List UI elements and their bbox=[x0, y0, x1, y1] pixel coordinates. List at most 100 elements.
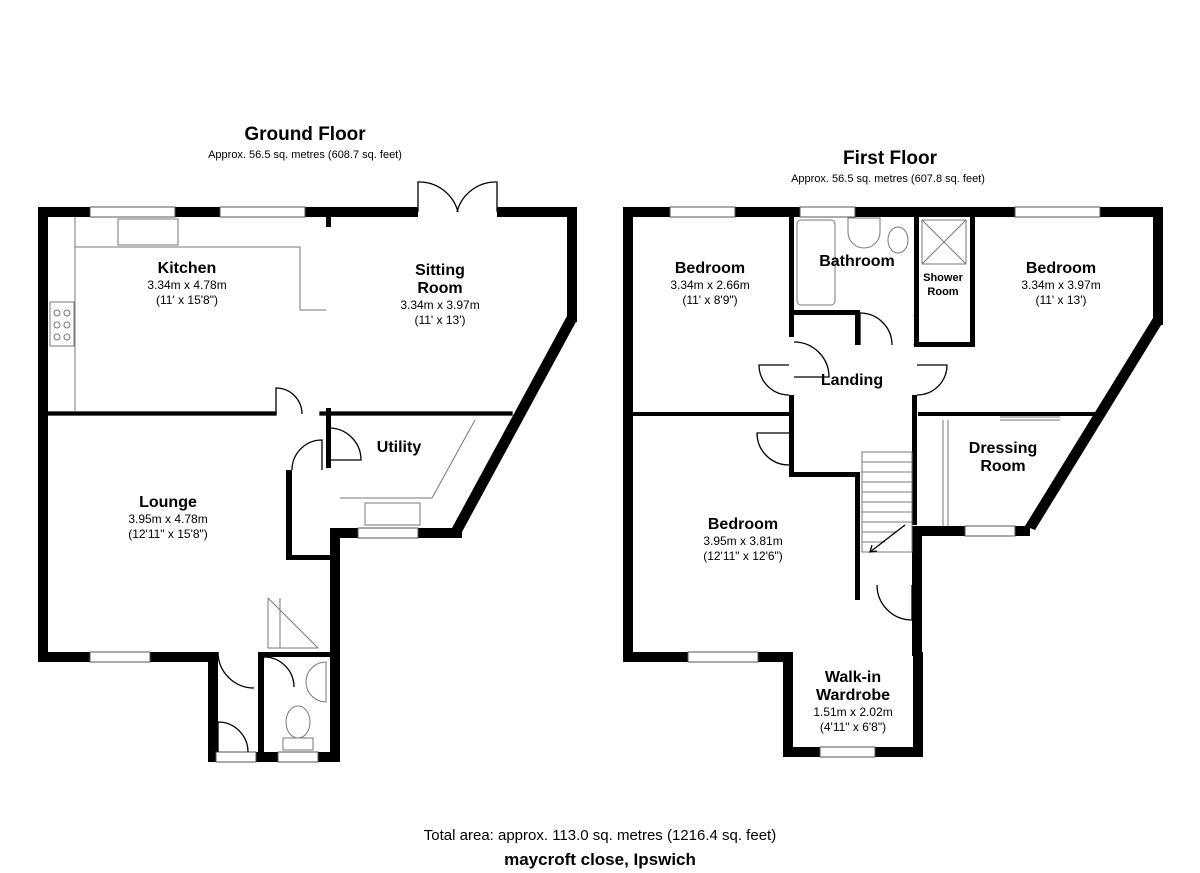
gf-wc-basin bbox=[305, 661, 327, 703]
bedroom-1-metric: 3.34m x 2.66m bbox=[670, 278, 749, 292]
ff-bed3-window bbox=[687, 651, 759, 663]
dressing-room-label-2: Room bbox=[980, 458, 1025, 475]
first-floor-title: First Floor bbox=[843, 148, 938, 169]
bedroom-2-metric: 3.34m x 3.97m bbox=[1021, 278, 1100, 292]
sitting-room-label-2: Room bbox=[417, 280, 462, 297]
ff-shower-bottom-wall bbox=[914, 342, 974, 347]
gf-cupboard-bottom bbox=[286, 555, 330, 560]
wardrobe-label-2: Wardrobe bbox=[816, 687, 890, 704]
bedroom-2-imperial: (11' x 13') bbox=[1035, 293, 1086, 307]
lounge-metric: 3.95m x 4.78m bbox=[128, 512, 207, 526]
gf-porch-door bbox=[217, 651, 255, 689]
ff-stair-right-wall bbox=[912, 526, 922, 656]
gf-toilet bbox=[285, 705, 311, 739]
ff-dressing-top-wall bbox=[918, 412, 1098, 416]
gf-cupboard-wall bbox=[286, 470, 292, 560]
ff-bed2-door bbox=[916, 364, 948, 396]
ff-left-wall bbox=[623, 207, 633, 662]
gf-front-door-gap bbox=[215, 751, 257, 763]
gf-under-stairs bbox=[267, 597, 319, 649]
ff-bath-bottom-wall bbox=[794, 310, 859, 315]
ff-wardrobe-window bbox=[819, 746, 876, 758]
ground-floor-title: Ground Floor bbox=[244, 124, 366, 145]
gf-hob bbox=[49, 301, 75, 347]
gf-wc-top-wall bbox=[258, 652, 338, 657]
wardrobe-label: Walk-in bbox=[825, 669, 881, 686]
bedroom-2-label: Bedroom bbox=[1026, 260, 1096, 277]
ff-diagonal-wall bbox=[1025, 318, 1163, 530]
kitchen-imperial: (11' x 15'8") bbox=[156, 293, 218, 307]
gf-lounge-door bbox=[275, 387, 303, 415]
ff-shower-door bbox=[913, 314, 919, 346]
ff-bed1-window bbox=[669, 206, 736, 218]
ff-bed1-door bbox=[793, 341, 830, 378]
ff-basin bbox=[847, 217, 881, 249]
gf-stub-wall bbox=[326, 215, 331, 227]
gf-wc-door bbox=[263, 656, 295, 688]
gf-kitchen-window-2 bbox=[219, 206, 306, 218]
gf-cupboard-door bbox=[291, 439, 323, 471]
landing-label: Landing bbox=[821, 372, 883, 389]
ff-dressing-rail bbox=[1000, 416, 1060, 421]
bedroom-1-imperial: (11' x 8'9") bbox=[682, 293, 737, 307]
bedroom-3-imperial: (12'11" x 12'6") bbox=[703, 549, 783, 563]
gf-utility-left-wall bbox=[326, 408, 331, 468]
ff-stair-left-wall bbox=[855, 472, 860, 600]
sitting-room-metric: 3.34m x 3.97m bbox=[400, 298, 479, 312]
ff-landing-door-left bbox=[758, 364, 790, 396]
ff-bath-door bbox=[859, 312, 893, 346]
ff-bath-door-wall bbox=[855, 310, 860, 345]
ff-shower-left-wall bbox=[914, 217, 919, 345]
ff-bath-left-wall bbox=[789, 217, 794, 337]
wardrobe-imperial: (4'11" x 6'8") bbox=[820, 720, 886, 734]
gf-lounge-window bbox=[89, 651, 151, 663]
gf-kitchen-sink bbox=[117, 218, 179, 246]
sitting-room-imperial: (11' x 13') bbox=[414, 313, 465, 327]
ff-shower-right-wall bbox=[970, 217, 975, 347]
ff-shower-tray bbox=[921, 219, 967, 265]
ff-landing-left-wall bbox=[789, 395, 794, 475]
kitchen-label: Kitchen bbox=[158, 260, 217, 277]
gf-right-wall bbox=[567, 207, 577, 322]
ff-dressing-window bbox=[964, 525, 1016, 537]
ff-top-wall bbox=[623, 207, 1163, 217]
ff-bath-window bbox=[799, 206, 856, 218]
gf-french-door-left bbox=[417, 181, 459, 213]
ff-bed-divider bbox=[633, 412, 793, 416]
ff-wardrobe-left-wall bbox=[783, 652, 793, 757]
gf-kitchen-window bbox=[89, 206, 176, 218]
gf-utility-counter bbox=[340, 419, 476, 499]
bedroom-1-label: Bedroom bbox=[675, 260, 745, 277]
bathroom-label: Bathroom bbox=[819, 253, 895, 270]
gf-utility-window bbox=[357, 527, 419, 539]
ground-floor-plan bbox=[38, 181, 577, 763]
gf-utility-top-wall bbox=[319, 411, 513, 416]
gf-french-door-right bbox=[456, 181, 498, 213]
total-area-text: Total area: approx. 113.0 sq. metres (12… bbox=[423, 827, 777, 844]
ff-stairs bbox=[861, 451, 913, 553]
dressing-room-label: Dressing bbox=[969, 440, 1037, 457]
gf-diagonal-wall bbox=[452, 316, 577, 532]
gf-wc-wall bbox=[258, 652, 264, 752]
gf-left-wall bbox=[38, 207, 48, 662]
ff-dressing-sliding-door bbox=[942, 420, 949, 526]
bedroom-3-metric: 3.95m x 3.81m bbox=[703, 534, 782, 548]
gf-porch-left-wall bbox=[208, 652, 218, 762]
ff-right-wall bbox=[1153, 207, 1163, 325]
ground-floor-area: Approx. 56.5 sq. metres (608.7 sq. feet) bbox=[208, 149, 402, 161]
ff-wardrobe-door bbox=[876, 584, 913, 621]
lounge-imperial: (12'11" x 15'8") bbox=[128, 527, 208, 541]
bedroom-3-label: Bedroom bbox=[708, 516, 778, 533]
gf-utility-sink bbox=[364, 502, 421, 526]
first-floor-plan bbox=[623, 206, 1163, 758]
ff-bed3-door bbox=[756, 432, 790, 466]
ff-landing-bottom-wall bbox=[789, 472, 859, 477]
gf-kitchen-counter-top bbox=[75, 246, 326, 311]
ff-bed2-window bbox=[1014, 206, 1101, 218]
ff-bath bbox=[796, 219, 836, 306]
shower-room-label-2: Room bbox=[927, 286, 958, 298]
kitchen-metric: 3.34m x 4.78m bbox=[147, 278, 226, 292]
ff-landing-right-wall bbox=[912, 395, 917, 525]
gf-utility-door bbox=[328, 427, 362, 461]
